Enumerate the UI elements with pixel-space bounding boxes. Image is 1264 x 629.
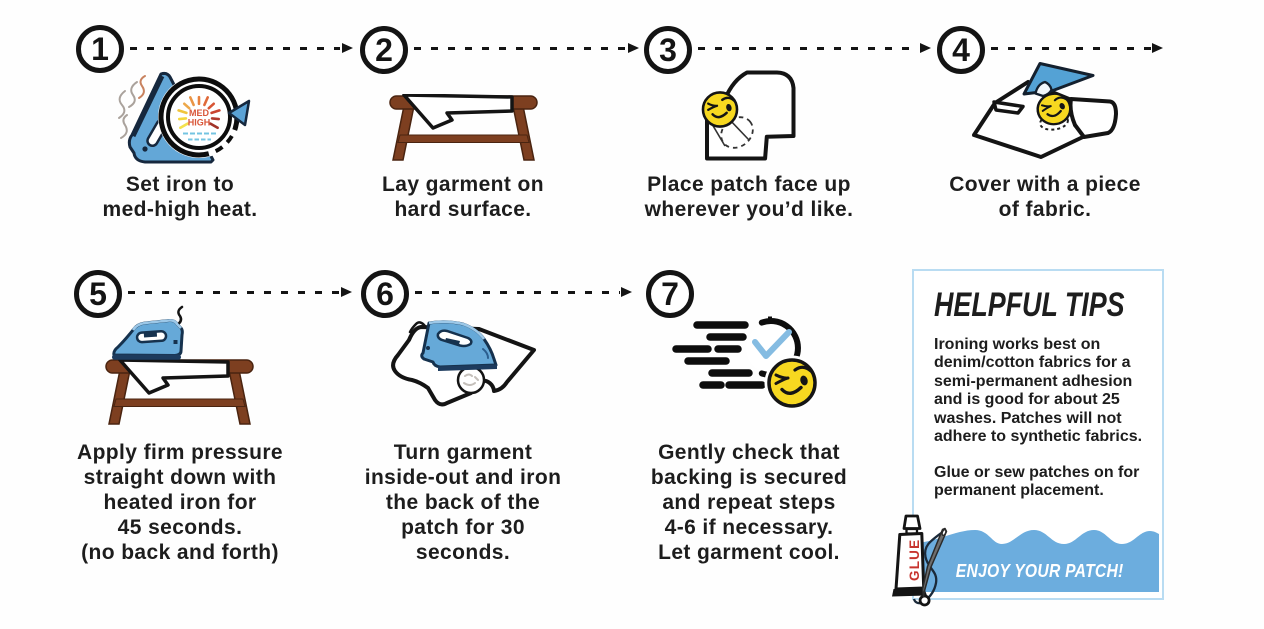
svg-text:GLUE: GLUE bbox=[907, 539, 922, 581]
svg-text:MED: MED bbox=[189, 108, 210, 118]
svg-text:HIGH: HIGH bbox=[188, 118, 211, 128]
